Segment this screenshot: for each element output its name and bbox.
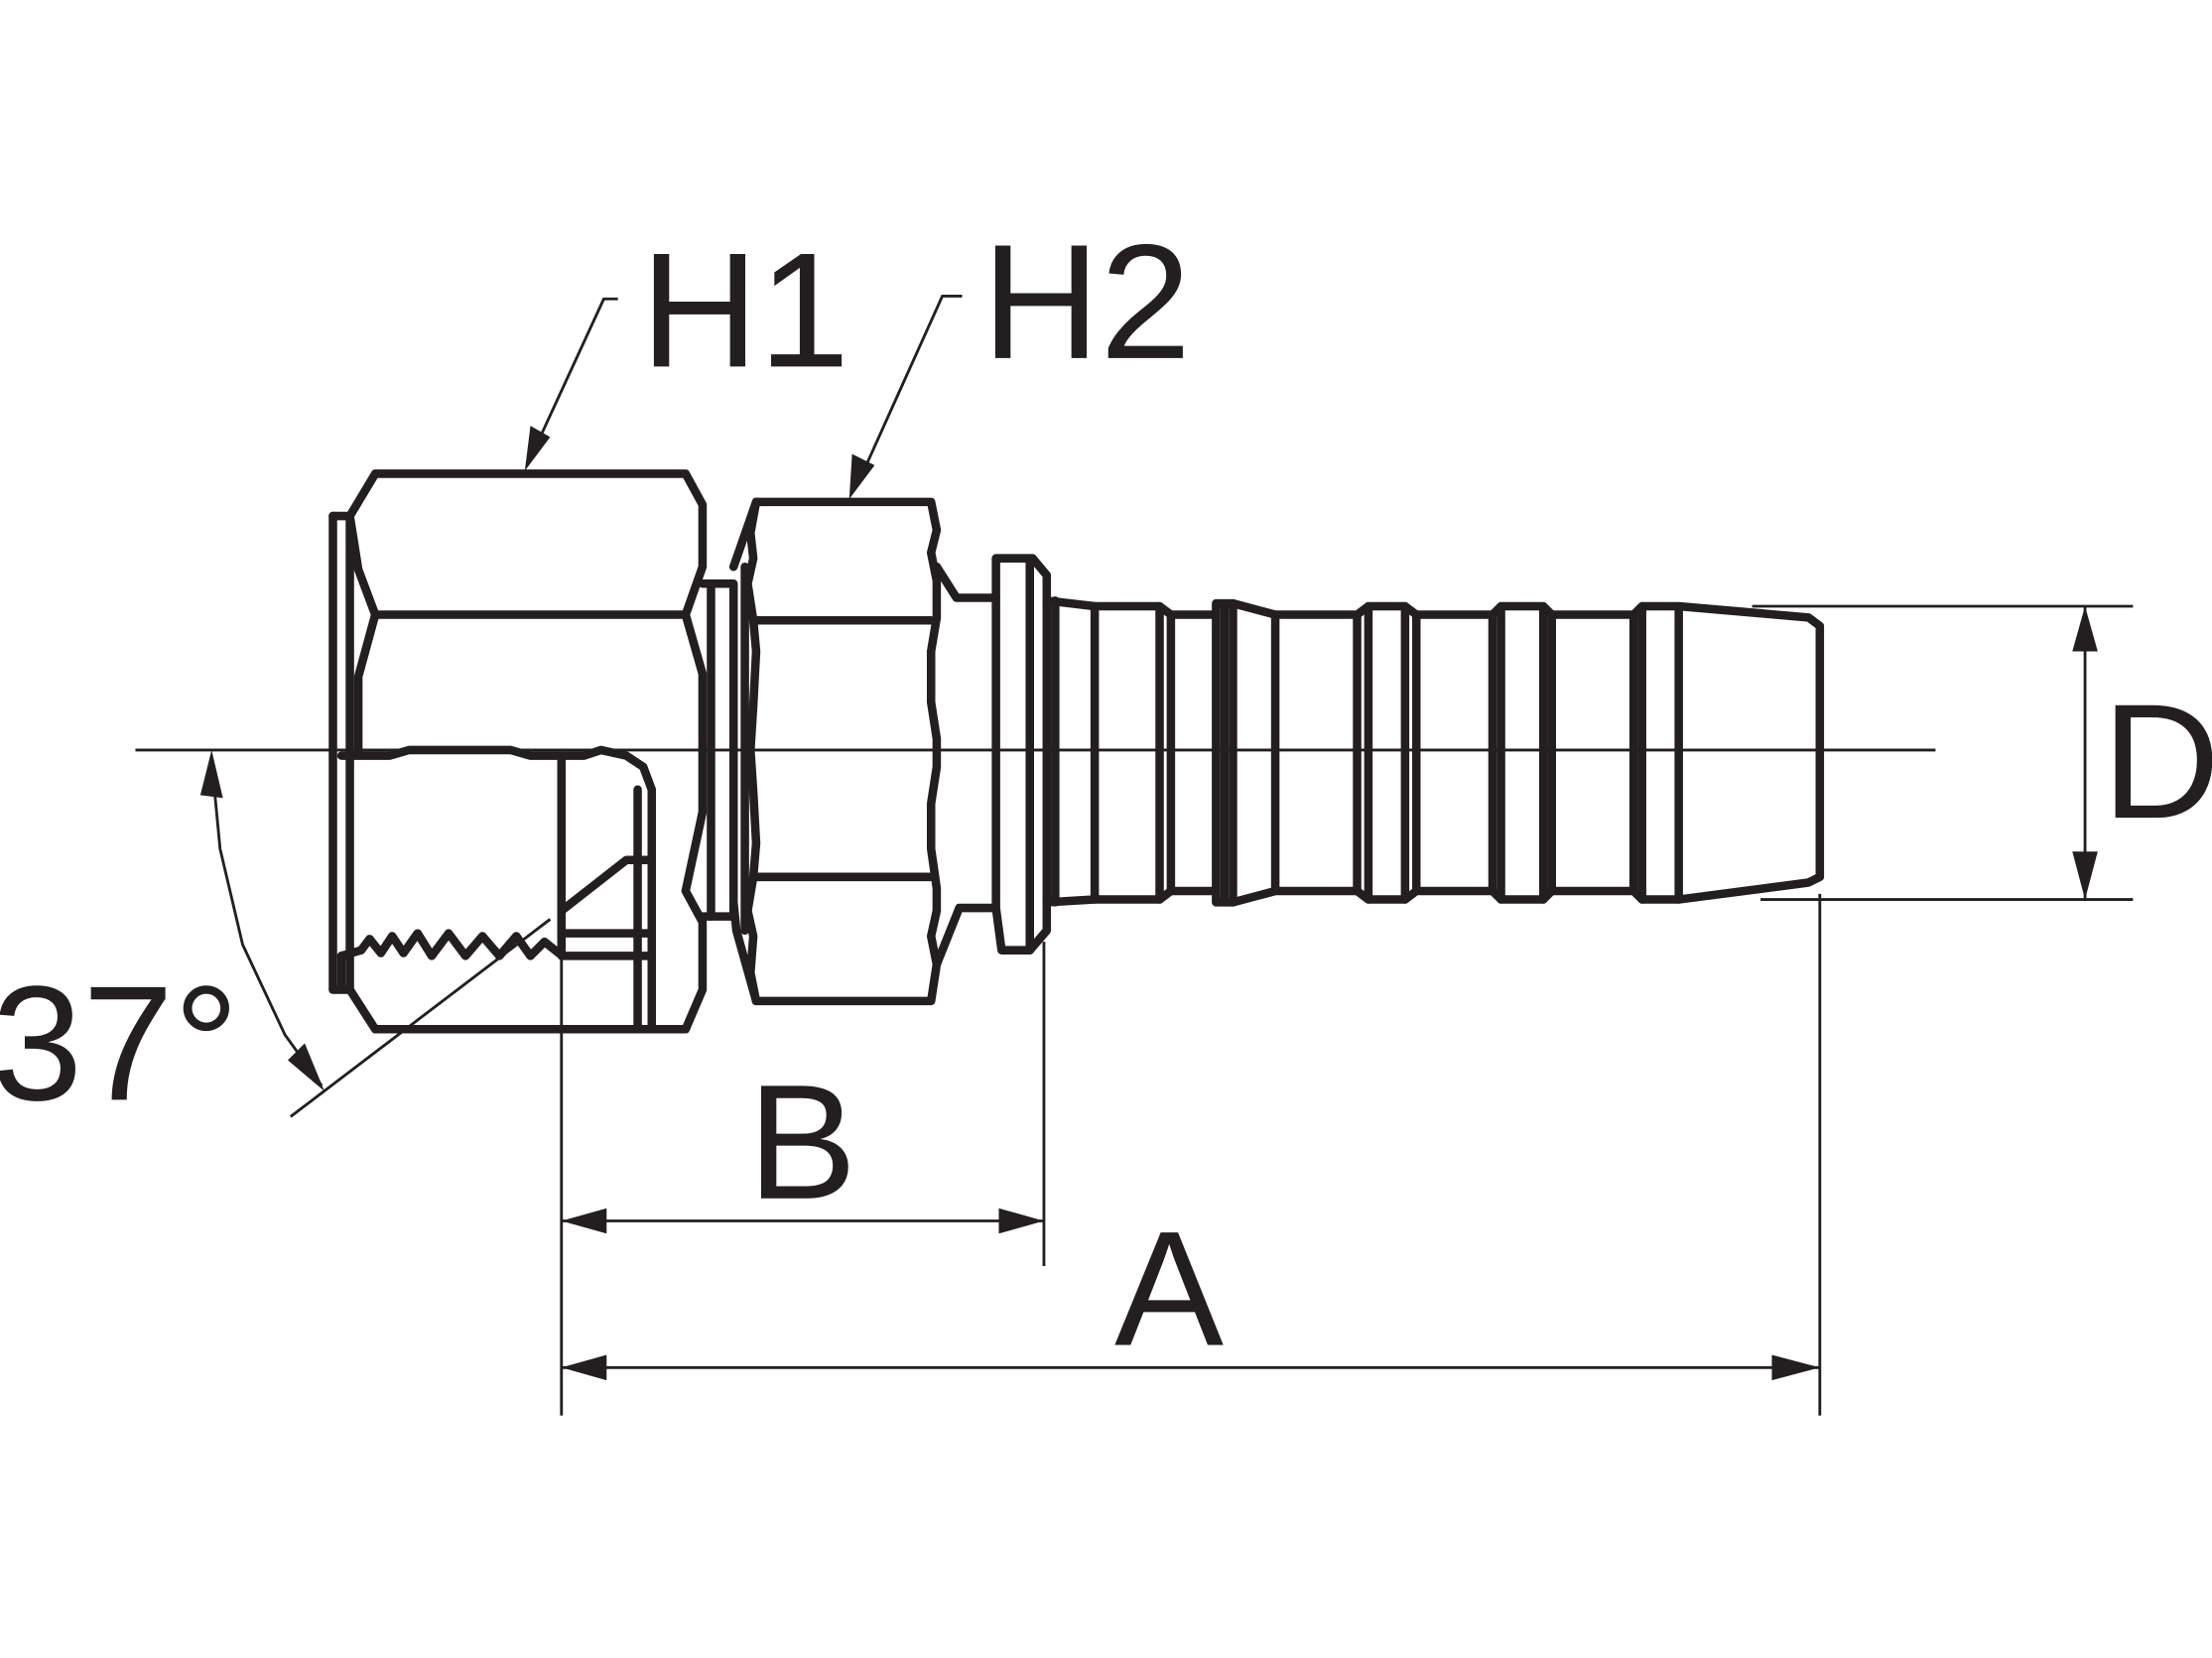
flange-collar [932,554,1052,969]
hose-tail [1042,596,1825,907]
a-label: A [1114,1198,1224,1380]
h2-label: H2 [981,210,1191,393]
d-label: D [2102,670,2212,852]
dimension-b [560,942,1046,1416]
dimension-d [1752,604,2134,901]
h1-label: H1 [640,218,849,401]
h2-leader [848,294,963,500]
b-label: B [747,1051,856,1233]
h1-leader [524,297,618,471]
angle-dimension [199,749,552,1118]
nipple-hex [698,497,942,1006]
swivel-nut [328,469,708,1034]
angle-label: 37° [0,952,239,1134]
dimension-a [561,893,1822,1416]
